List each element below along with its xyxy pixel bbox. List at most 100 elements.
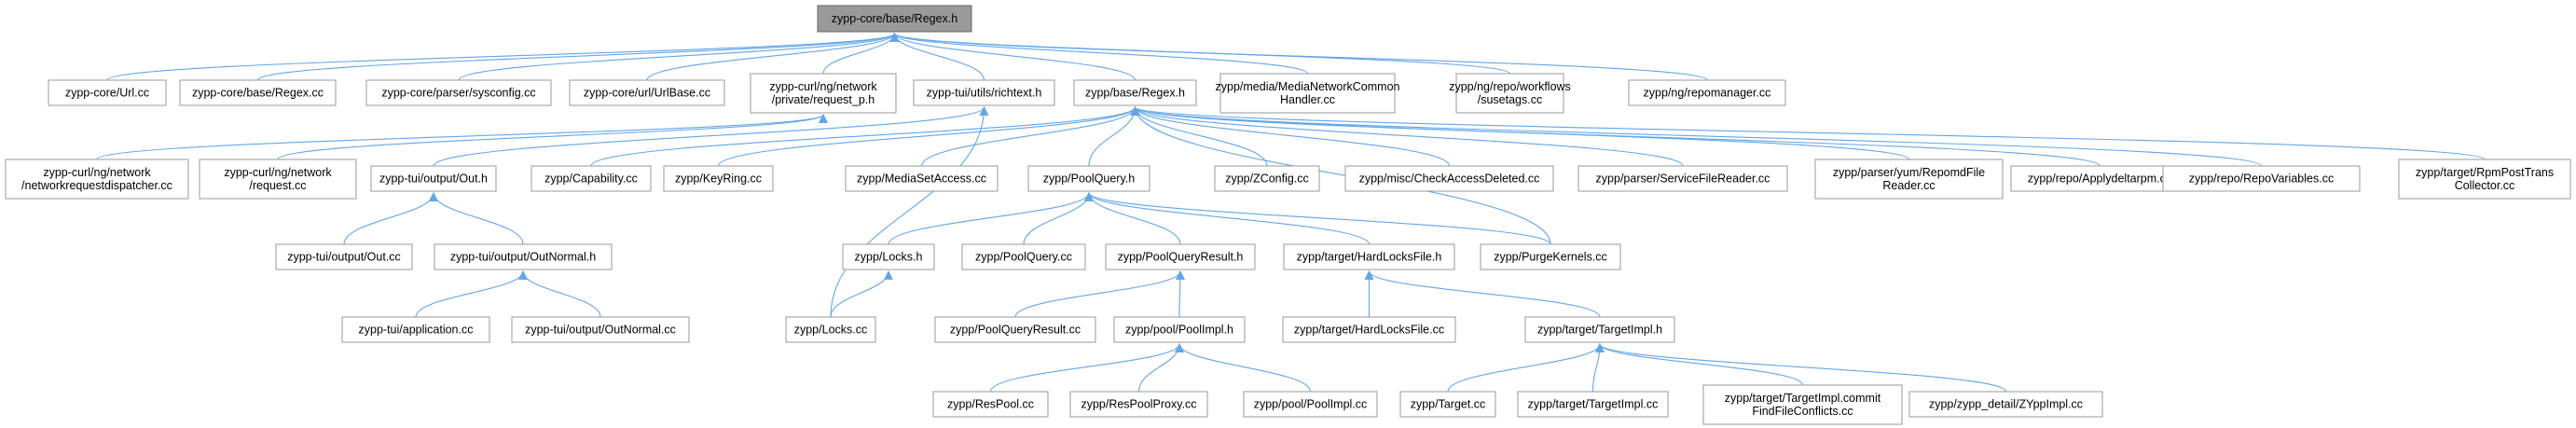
node-repomanager[interactable]: zypp/ng/repomanager.cc (1628, 79, 1786, 106)
node-label: FindFileConflicts.cc (1752, 405, 1853, 418)
node-lockscc[interactable]: zypp/Locks.cc (785, 316, 876, 343)
node-outnormalcc[interactable]: zypp-tui/output/OutNormal.cc (511, 316, 690, 343)
node-respoolproxy[interactable]: zypp/ResPoolProxy.cc (1069, 391, 1208, 418)
node-box (845, 165, 999, 192)
node-label: Handler.cc (1280, 93, 1335, 106)
node-respool[interactable]: zypp/ResPool.cc (932, 391, 1049, 418)
node-locksh[interactable]: zypp/Locks.h (842, 243, 935, 270)
node-label: zypp-tui/output/OutNormal.cc (525, 324, 676, 337)
node-susetags[interactable]: zypp/ng/repo/workflows/susetags.cc (1449, 73, 1571, 114)
node-box (1219, 73, 1396, 114)
node-box (511, 316, 690, 343)
node-box (1517, 391, 1669, 418)
node-keyring[interactable]: zypp/KeyRing.cc (663, 165, 774, 192)
node-repovars[interactable]: zypp/repo/RepoVariables.cc (2162, 165, 2361, 192)
node-label: zypp/pool/PoolImpl.h (1125, 324, 1233, 337)
edge-servicefile-to-zypp_regex (1130, 106, 1684, 167)
node-box (934, 316, 1096, 343)
edge-sysconfig-to-root (458, 33, 900, 81)
edge-outcc-to-outh (343, 192, 438, 245)
node-hardlockscc[interactable]: zypp/target/HardLocksFile.cc (1282, 316, 1456, 343)
node-label: zypp/target/TargetImpl.h (1537, 324, 1662, 337)
edge-repomd-to-zypp_regex (1130, 106, 1910, 160)
edge-outh-to-richtext (433, 106, 989, 167)
node-label: zypp/zypp_detail/ZYppImpl.cc (1929, 398, 2083, 411)
node-box (179, 79, 337, 106)
node-label: zypp-core/parser/sysconfig.cc (381, 87, 535, 100)
node-label: zypp/PoolQueryResult.cc (950, 324, 1081, 337)
node-box (199, 159, 357, 200)
node-zyppimpl[interactable]: zypp/zypp_detail/ZYppImpl.cc (1908, 391, 2103, 418)
node-box (5, 159, 189, 200)
edge-urlbase-to-root (646, 33, 900, 81)
node-label: zypp-tui/output/Out.h (379, 173, 488, 186)
node-servicefile[interactable]: zypp/parser/ServiceFileReader.cc (1577, 165, 1788, 192)
node-box (1908, 391, 2103, 418)
node-commitfind[interactable]: zypp/target/TargetImpl.commitFindFileCon… (1702, 384, 1903, 425)
node-outcc[interactable]: zypp-tui/output/Out.cc (275, 243, 413, 270)
node-label: zypp/Locks.h (855, 251, 923, 264)
edge-targetimplh-to-hardlocksh (1364, 270, 1601, 318)
node-outh[interactable]: zypp-tui/output/Out.h (370, 165, 497, 192)
node-box (1814, 159, 2004, 200)
node-targetcc[interactable]: zypp/Target.cc (1399, 391, 1496, 418)
node-richtext[interactable]: zypp-tui/utils/richtext.h (913, 79, 1055, 106)
node-box (365, 79, 552, 106)
node-checkaccess[interactable]: zypp/misc/CheckAccessDeleted.cc (1344, 165, 1554, 192)
node-purgekernels[interactable]: zypp/PurgeKernels.cc (1480, 243, 1621, 270)
node-zconfig[interactable]: zypp/ZConfig.cc (1214, 165, 1320, 192)
node-sysconfig[interactable]: zypp-core/parser/sysconfig.cc (365, 79, 552, 106)
node-box (1455, 73, 1564, 114)
node-poolimplcc[interactable]: zypp/pool/PoolImpl.cc (1243, 391, 1378, 418)
node-root[interactable]: zypp-core/base/Regex.h (817, 5, 972, 33)
node-requestcc[interactable]: zypp-curl/ng/network/request.cc (199, 159, 357, 200)
node-label: zypp/PurgeKernels.cc (1494, 251, 1607, 264)
node-capability[interactable]: zypp/Capability.cc (530, 165, 652, 192)
node-poolimplh[interactable]: zypp/pool/PoolImpl.h (1113, 316, 1246, 343)
edge-applydelta-to-zypp_regex (1130, 106, 2101, 167)
node-pqresultcc[interactable]: zypp/PoolQueryResult.cc (934, 316, 1096, 343)
node-pqresulth[interactable]: zypp/PoolQueryResult.h (1105, 243, 1256, 270)
node-box (1480, 243, 1621, 270)
node-label: zypp/Capability.cc (544, 173, 638, 186)
node-request_p[interactable]: zypp-curl/ng/network/private/request_p.h (750, 73, 897, 114)
node-box (1577, 165, 1788, 192)
node-label: zypp-curl/ng/network (769, 80, 877, 93)
edge-mediaset-to-zypp_regex (920, 106, 1140, 167)
edge-poolimplcc-to-poolimplh (1175, 343, 1312, 393)
node-zypp_regex[interactable]: zypp/base/Regex.h (1073, 79, 1197, 106)
node-label: zypp/MediaSetAccess.cc (857, 173, 986, 186)
node-applydelta[interactable]: zypp/repo/Applydeltarpm.cc (2010, 165, 2189, 192)
node-mediaset[interactable]: zypp/MediaSetAccess.cc (845, 165, 999, 192)
node-label: zypp-tui/output/Out.cc (287, 251, 401, 264)
edge-poolimplh-to-pqresulth (1176, 270, 1185, 318)
node-targetimplh[interactable]: zypp/target/TargetImpl.h (1524, 316, 1675, 343)
edge-url-to-root (106, 33, 900, 81)
node-label: zypp-core/base/Regex.cc (192, 87, 324, 100)
node-box (817, 5, 972, 33)
node-poolquerycc[interactable]: zypp/PoolQuery.cc (961, 243, 1086, 270)
node-poolqueryh[interactable]: zypp/PoolQuery.h (1027, 165, 1150, 192)
node-netdispatcher[interactable]: zypp-curl/ng/network/networkrequestdispa… (5, 159, 189, 200)
edge-zypp_regex-to-root (889, 33, 1136, 81)
edge-zconfig-to-zypp_regex (1130, 106, 1268, 167)
node-box (48, 79, 167, 106)
node-outnormalh[interactable]: zypp-tui/output/OutNormal.h (434, 243, 613, 270)
node-label: zypp/PoolQueryResult.h (1118, 251, 1244, 264)
node-targetimplcc[interactable]: zypp/target/TargetImpl.cc (1517, 391, 1669, 418)
node-url[interactable]: zypp-core/Url.cc (48, 79, 167, 106)
node-urlbase[interactable]: zypp-core/url/UrlBase.cc (569, 79, 725, 106)
node-hardlocksh[interactable]: zypp/target/HardLocksFile.h (1283, 243, 1455, 270)
edge-request_p-to-root (822, 33, 900, 75)
node-box (370, 165, 497, 192)
node-regexcc_core[interactable]: zypp-core/base/Regex.cc (179, 79, 337, 106)
node-box (1105, 243, 1256, 270)
node-application[interactable]: zypp-tui/application.cc (341, 316, 490, 343)
node-label: zypp/Locks.cc (794, 324, 868, 337)
node-box (2398, 159, 2571, 200)
node-label: zypp/media/MediaNetworkCommon (1216, 80, 1400, 93)
